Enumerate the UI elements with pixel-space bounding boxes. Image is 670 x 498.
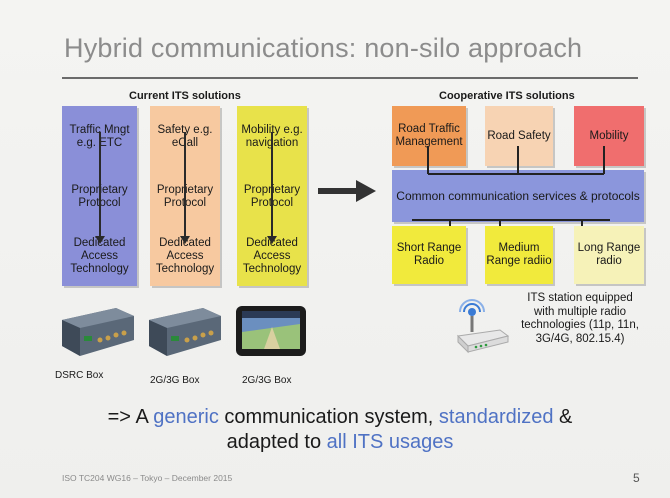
cooperative-its-title: Cooperative ITS solutions: [439, 90, 575, 102]
conclusion-standardized: standardized: [438, 406, 554, 428]
title-divider: [62, 77, 638, 79]
conclusion-text: => A generic communication system, stand…: [40, 405, 640, 455]
box-label: Traffic Mngt e.g. ETC: [69, 124, 130, 149]
box-label: Dedicated Access Technology: [242, 236, 302, 275]
box-label: Short Range Radio: [396, 242, 462, 267]
gps-navigator-device: [236, 306, 306, 356]
2g3g-box-device-1: [149, 308, 221, 356]
arrow-head-1: [95, 236, 105, 244]
box-label: Road Traffic Management: [395, 123, 463, 148]
column-arrow-line-2: [184, 132, 186, 238]
page-number: 5: [633, 471, 640, 485]
arrow-head-2: [180, 236, 190, 244]
dedicated-access-box-3: Dedicated Access Technology: [237, 226, 307, 286]
common-services-box: Common communication services & protocol…: [392, 170, 644, 222]
conclusion-generic: generic: [153, 406, 219, 428]
2g3g-box-caption-1: 2G/3G Box: [150, 375, 200, 386]
box-label: Long Range radio: [577, 242, 641, 267]
box-label: Medium Range radiio: [486, 242, 552, 267]
box-label: Common communication services & protocol…: [396, 189, 640, 203]
2g3g-box-caption-2: 2G/3G Box: [242, 375, 292, 386]
conclusion-amp: &: [553, 406, 573, 428]
conclusion-line2: adapted to: [226, 431, 327, 453]
medium-range-radio-box: Medium Range radiio: [485, 226, 553, 284]
wireless-router-icon: [456, 299, 510, 354]
current-its-title: Current ITS solutions: [129, 90, 241, 102]
slide-footer: ISO TC204 WG16 – Tokyo – December 2015: [62, 473, 233, 483]
box-label: Dedicated Access Technology: [70, 236, 129, 275]
conclusion-prefix: => A: [107, 406, 154, 428]
arrow-head-3: [267, 236, 277, 244]
dsrc-box-caption: DSRC Box: [55, 370, 104, 381]
long-range-radio-box: Long Range radio: [574, 226, 644, 284]
column-arrow-line-3: [271, 132, 273, 238]
dsrc-box-device: [62, 308, 134, 356]
box-label: Road Safety: [487, 129, 551, 142]
conclusion-all-its: all ITS usages: [326, 431, 454, 453]
short-range-radio-box: Short Range Radio: [392, 226, 466, 284]
box-label: Mobility: [589, 129, 629, 142]
slide-title: Hybrid communications: non-silo approach: [64, 33, 583, 63]
transition-arrow-icon: [318, 180, 376, 202]
column-arrow-line-1: [99, 132, 101, 238]
safety-box: Safety e.g. eCall: [150, 106, 220, 168]
its-station-description: ITS station equipped with multiple radio…: [521, 292, 639, 345]
mobility-box-right: Mobility: [574, 106, 644, 166]
conclusion-mid: communication system,: [218, 406, 439, 428]
